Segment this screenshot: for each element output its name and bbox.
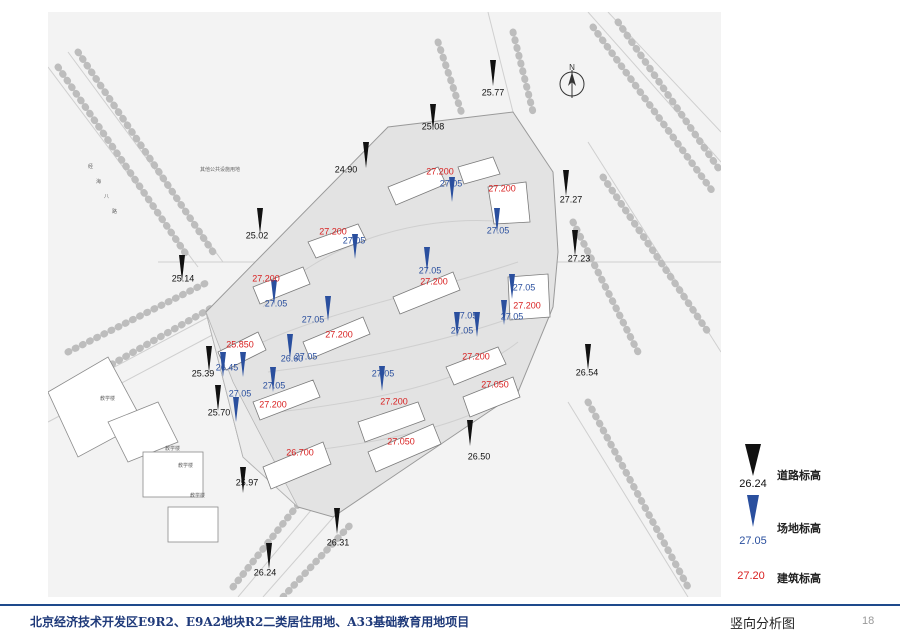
section-title: 竖向分析图 bbox=[730, 617, 796, 632]
site-elevation: 27.05 bbox=[228, 388, 252, 399]
building-elevation: 25.850 bbox=[226, 339, 254, 350]
legend-symbols bbox=[745, 444, 761, 527]
legend-building-value: 27.20 bbox=[737, 570, 765, 582]
legend-site-value: 27.05 bbox=[739, 535, 767, 547]
building-elevation: 27.200 bbox=[252, 273, 280, 284]
site-elevation: 27.05 bbox=[264, 298, 288, 309]
building-elevation: 27.200 bbox=[420, 276, 448, 287]
building-elevation: 27.200 bbox=[325, 329, 353, 340]
legend-road-label: 道路标高 bbox=[777, 470, 821, 482]
site-elevation: 27.05 bbox=[418, 265, 442, 276]
building-elevation: 27.200 bbox=[380, 396, 408, 407]
road-elevation: 27.27 bbox=[559, 194, 583, 205]
road-marker-icon bbox=[745, 444, 761, 476]
building-elevation: 27.200 bbox=[488, 183, 516, 194]
school-buildings bbox=[48, 356, 219, 543]
map-road-label: 八 bbox=[104, 194, 110, 200]
legend-building-label: 建筑标高 bbox=[777, 573, 821, 585]
road-elevation-markers bbox=[179, 60, 591, 569]
road-elevation: 25.97 bbox=[235, 477, 259, 488]
building-elevation: 26.700 bbox=[286, 447, 314, 458]
site-elevation: 27.05 bbox=[486, 225, 510, 236]
site-elevation: 27.05 bbox=[450, 325, 474, 336]
legend: 26.24 道路标高 27.05 场地标高 27.20 建筑标高 bbox=[720, 440, 900, 590]
building-elevation: 27.200 bbox=[426, 166, 454, 177]
map-landuse-label: 其他公共设施用地 bbox=[200, 167, 241, 173]
map-road-label: 路 bbox=[112, 209, 118, 215]
site-elevation: 27.05 bbox=[301, 314, 325, 325]
map-building-label: 教学楼 bbox=[178, 463, 194, 469]
site-elevation-markers bbox=[220, 177, 515, 422]
site-elevation: 27.05 bbox=[294, 351, 318, 362]
site-marker-icon bbox=[747, 495, 759, 527]
legend-road-value: 26.24 bbox=[739, 478, 767, 490]
footer-divider bbox=[0, 604, 900, 606]
map-building-label: 教学楼 bbox=[165, 446, 181, 452]
site-elevation: 27.05 bbox=[512, 282, 536, 293]
site-elevation: 26.60 bbox=[280, 353, 304, 364]
project-title: 北京经济技术开发区E9R2、E9A2地块R2二类居住用地、A33基础教育用地项目 bbox=[30, 615, 470, 629]
building-elevation: 27.200 bbox=[513, 300, 541, 311]
road-elevation: 25.14 bbox=[171, 273, 195, 284]
road-elevation: 25.70 bbox=[207, 407, 231, 418]
road-elevation: 26.50 bbox=[467, 451, 491, 462]
map-road-label: 经 bbox=[88, 164, 94, 170]
road-elevation: 25.08 bbox=[421, 121, 445, 132]
map-building-label: 教学楼 bbox=[100, 396, 116, 402]
building-elevation: 27.200 bbox=[462, 351, 490, 362]
building-elevation: 27.200 bbox=[319, 226, 347, 237]
road-elevation: 26.54 bbox=[575, 367, 599, 378]
road-elevation: 26.24 bbox=[253, 567, 277, 578]
road-elevation: 25.77 bbox=[481, 87, 505, 98]
site-elevation: 27.05 bbox=[454, 310, 478, 321]
legend-site-label: 场地标高 bbox=[777, 523, 821, 535]
site-plan bbox=[48, 12, 721, 597]
north-letter: N bbox=[569, 63, 575, 72]
building-elevation: 27.050 bbox=[387, 436, 415, 447]
site-elevation: 27.05 bbox=[371, 368, 395, 379]
road-elevation: 27.23 bbox=[567, 253, 591, 264]
map-building-label: 教学楼 bbox=[190, 493, 206, 499]
site-plan-drawing bbox=[48, 12, 721, 597]
road-elevation: 24.90 bbox=[334, 164, 358, 175]
site-elevation: 26.45 bbox=[215, 362, 239, 373]
road-elevation: 25.02 bbox=[245, 230, 269, 241]
road-elevation: 25.39 bbox=[191, 368, 215, 379]
site-elevation: 27.05 bbox=[262, 380, 286, 391]
tree-rows bbox=[54, 18, 721, 597]
page-number: 18 bbox=[862, 615, 875, 627]
north-arrow bbox=[559, 70, 585, 98]
map-road-label: 海 bbox=[96, 179, 102, 185]
building-elevation: 27.200 bbox=[259, 399, 287, 410]
buildings bbox=[217, 156, 551, 490]
building-elevation: 27.050 bbox=[481, 379, 509, 390]
site-elevation: 27.05 bbox=[439, 178, 463, 189]
site-elevation: 27.05 bbox=[500, 311, 524, 322]
road-elevation: 26.31 bbox=[326, 537, 350, 548]
site-elevation: 27.05 bbox=[342, 235, 366, 246]
